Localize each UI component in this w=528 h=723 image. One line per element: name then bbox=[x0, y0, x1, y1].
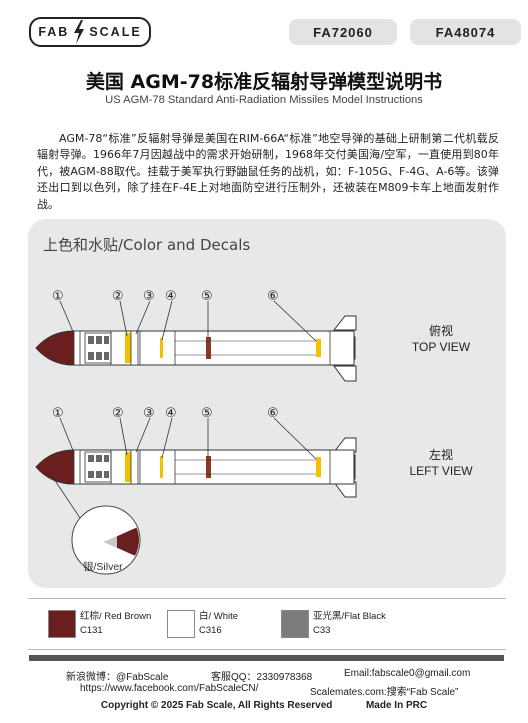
logo-text-right: SCALE bbox=[89, 25, 142, 39]
footer-weibo: 新浪微博：@FabScale bbox=[66, 672, 169, 683]
svg-text:④: ④ bbox=[165, 289, 177, 304]
title-chinese: 美国 AGM-78标准反辐射导弹模型说明书 bbox=[85, 71, 443, 93]
footer-scalemates: Scalemates.com:搜索“Fab Scale” bbox=[310, 687, 459, 698]
nose-detail-magnifier bbox=[71, 505, 141, 575]
top-view-label-en: TOP VIEW bbox=[411, 340, 471, 354]
svg-text:④: ④ bbox=[165, 406, 177, 421]
svg-text:②: ② bbox=[112, 406, 124, 421]
color-swatches: 红棕/ Red Brown C131 白/ White C316 亚光黑/Fla… bbox=[28, 598, 506, 650]
footer-divider bbox=[29, 655, 504, 661]
product-code-1: FA72060 bbox=[289, 19, 397, 45]
title-english: US AGM-78 Standard Anti-Radiation Missil… bbox=[105, 94, 423, 106]
svg-text:⑥: ⑥ bbox=[267, 406, 279, 421]
top-view-label: 俯视 TOP VIEW bbox=[396, 323, 486, 355]
left-view-label-cn: 左视 bbox=[428, 448, 453, 462]
svg-text:①: ① bbox=[52, 289, 64, 304]
swatch-name: 红棕/ Red Brown bbox=[80, 611, 152, 622]
footer-facebook-link[interactable]: https://www.facebook.com/FabScaleCN/ bbox=[80, 683, 259, 694]
silver-label: 银/Silver bbox=[83, 561, 123, 573]
missile-left-view bbox=[35, 437, 357, 498]
left-view-label: 左视 LEFT VIEW bbox=[396, 447, 486, 479]
footer-email: Email:fabscale0@gmail.com bbox=[344, 668, 471, 679]
swatch-color-red-brown bbox=[48, 610, 76, 638]
svg-text:①: ① bbox=[52, 406, 64, 421]
header: FAB SCALE FA72060 FA48074 bbox=[0, 0, 528, 62]
swatch-code: C131 bbox=[80, 625, 103, 636]
top-view-label-cn: 俯视 bbox=[428, 324, 453, 338]
swatch-white: 白/ White C316 bbox=[167, 610, 238, 638]
footer-qq: 客服QQ：2330978368 bbox=[211, 672, 313, 683]
swatch-code: C33 bbox=[313, 625, 331, 636]
swatch-color-white bbox=[167, 610, 195, 638]
swatch-red-brown: 红棕/ Red Brown C131 bbox=[48, 610, 151, 638]
intro-paragraph: AGM-78“标准”反辐射导弹是美国在RIM-66A“标准”地空导弹的基础上研制… bbox=[37, 132, 499, 211]
swatch-code: C316 bbox=[199, 625, 222, 636]
made-in-text: Made In PRC bbox=[365, 700, 428, 711]
callout-leaders bbox=[51, 300, 317, 531]
logo-text-left: FAB bbox=[38, 25, 70, 39]
svg-text:②: ② bbox=[112, 289, 124, 304]
panel-title: 上色和水贴/Color and Decals bbox=[43, 236, 251, 254]
svg-text:⑤: ⑤ bbox=[201, 406, 213, 421]
lightning-bolt-icon bbox=[74, 20, 85, 44]
svg-text:③: ③ bbox=[143, 289, 155, 304]
missile-top-view bbox=[35, 315, 357, 382]
swatch-name: 亚光黑/Flat Black bbox=[313, 611, 386, 622]
copyright-text: Copyright © 2025 Fab Scale, All Rights R… bbox=[100, 700, 333, 711]
product-code-2: FA48074 bbox=[410, 19, 521, 45]
copyright-line: Copyright © 2025 Fab Scale, All Rights R… bbox=[0, 700, 528, 711]
swatch-color-flat-black bbox=[281, 610, 309, 638]
callout-numbers: ① ② ③ ④ ⑤ ⑥ ① ② ③ ④ ⑤ ⑥ bbox=[52, 289, 279, 421]
swatch-name: 白/ White bbox=[199, 611, 239, 622]
fab-scale-logo: FAB SCALE bbox=[29, 17, 151, 47]
svg-text:③: ③ bbox=[143, 406, 155, 421]
left-view-label-en: LEFT VIEW bbox=[409, 464, 473, 478]
svg-text:⑥: ⑥ bbox=[267, 289, 279, 304]
svg-text:⑤: ⑤ bbox=[201, 289, 213, 304]
swatch-flat-black: 亚光黑/Flat Black C33 bbox=[281, 610, 386, 638]
